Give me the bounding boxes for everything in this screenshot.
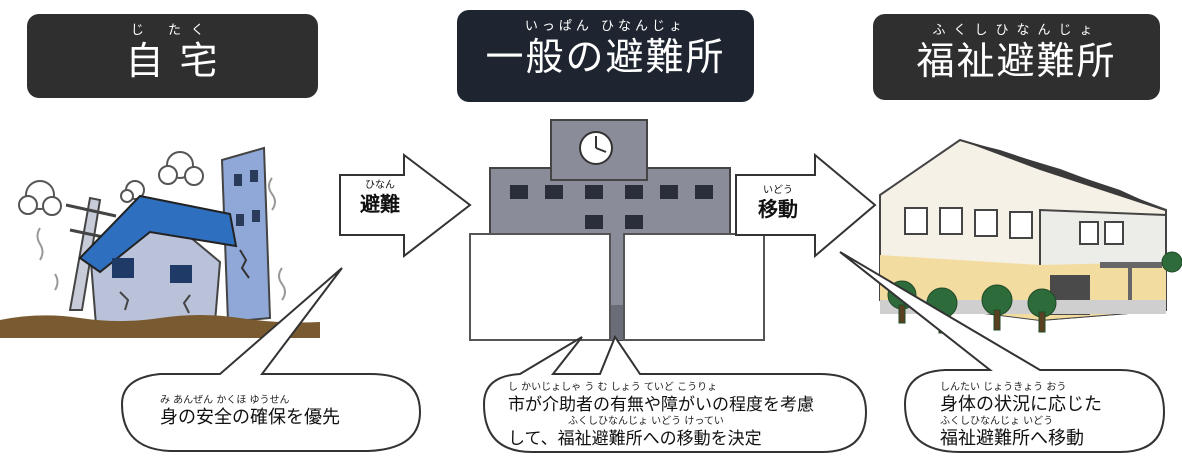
header-general-shelter: いっぱん ひなんじょ 一般の避難所 bbox=[457, 10, 754, 102]
header-welfare-shelter-label: 福祉避難所 bbox=[916, 39, 1117, 83]
bubble-general-line1: 市が介助者の有無や障がいの程度を考慮 bbox=[508, 395, 814, 415]
header-home: じ たく 自 宅 bbox=[27, 14, 318, 98]
bubble-general-ruby2: ふくしひなんじょ いどう けってい bbox=[568, 416, 724, 427]
bubble-home-text: み あんぜん かくほ ゆうせん 身の安全の確保を優先 bbox=[160, 395, 340, 429]
smoke-clouds bbox=[18, 151, 204, 216]
bubble-welfare-ruby2: ふくしひなんじょ いどう bbox=[940, 416, 1054, 427]
arrow-evacuate bbox=[339, 152, 472, 259]
blank-panel-right bbox=[623, 233, 765, 341]
header-home-ruby: じ たく bbox=[130, 23, 215, 38]
speech-bubble-general bbox=[482, 334, 868, 453]
bubble-welfare-line1: 身体の状況に応じた bbox=[940, 394, 1102, 415]
speech-bubble-home bbox=[120, 267, 422, 452]
header-home-label: 自 宅 bbox=[125, 39, 220, 83]
arrow-evacuate-label: 避難 bbox=[360, 192, 400, 216]
arrow-evacuate-text: ひなん 避難 bbox=[350, 180, 410, 216]
bubble-general-line2: して、福祉避難所への移動を決定 bbox=[508, 429, 762, 449]
ground bbox=[0, 315, 320, 338]
bubble-home-line1: 身の安全の確保を優先 bbox=[160, 407, 340, 428]
tilted-building bbox=[220, 146, 272, 324]
bubble-welfare-text: しんたい じょうきょう おう 身体の状況に応じた ふくしひなんじょ いどう 福祉… bbox=[940, 382, 1102, 450]
bubble-welfare-ruby1: しんたい じょうきょう おう bbox=[940, 382, 1067, 393]
damaged-house-illustration bbox=[0, 146, 320, 338]
arrow-move-label: 移動 bbox=[758, 197, 798, 221]
speech-bubble-welfare bbox=[839, 251, 1166, 453]
header-welfare-shelter: ふくしひなんじょ 福祉避難所 bbox=[873, 14, 1160, 100]
welfare-shelter-building bbox=[879, 138, 1182, 334]
header-general-shelter-ruby: いっぱん ひなんじょ bbox=[524, 19, 687, 34]
arrow-evacuate-ruby: ひなん bbox=[365, 180, 395, 191]
bubble-general-text: し かいじょしゃ う む しょう ていど こうりょ 市が介助者の有無や障がいの程… bbox=[508, 382, 814, 450]
header-welfare-shelter-ruby: ふくしひなんじょ bbox=[932, 23, 1101, 38]
arrow-move-text: いどう 移動 bbox=[748, 185, 808, 221]
header-general-shelter-label: 一般の避難所 bbox=[485, 35, 726, 79]
bubble-general-ruby1: し かいじょしゃ う む しょう ていど こうりょ bbox=[508, 382, 718, 393]
arrow-move-ruby: いどう bbox=[763, 185, 793, 196]
bubble-welfare-line2: 福祉避難所へ移動 bbox=[940, 428, 1084, 449]
bubble-home-ruby: み あんぜん かくほ ゆうせん bbox=[160, 395, 290, 406]
house bbox=[78, 194, 238, 327]
arrow-move bbox=[735, 152, 877, 259]
school-building bbox=[469, 119, 765, 341]
blank-panel-left bbox=[469, 233, 611, 341]
shake-lines bbox=[36, 177, 286, 301]
